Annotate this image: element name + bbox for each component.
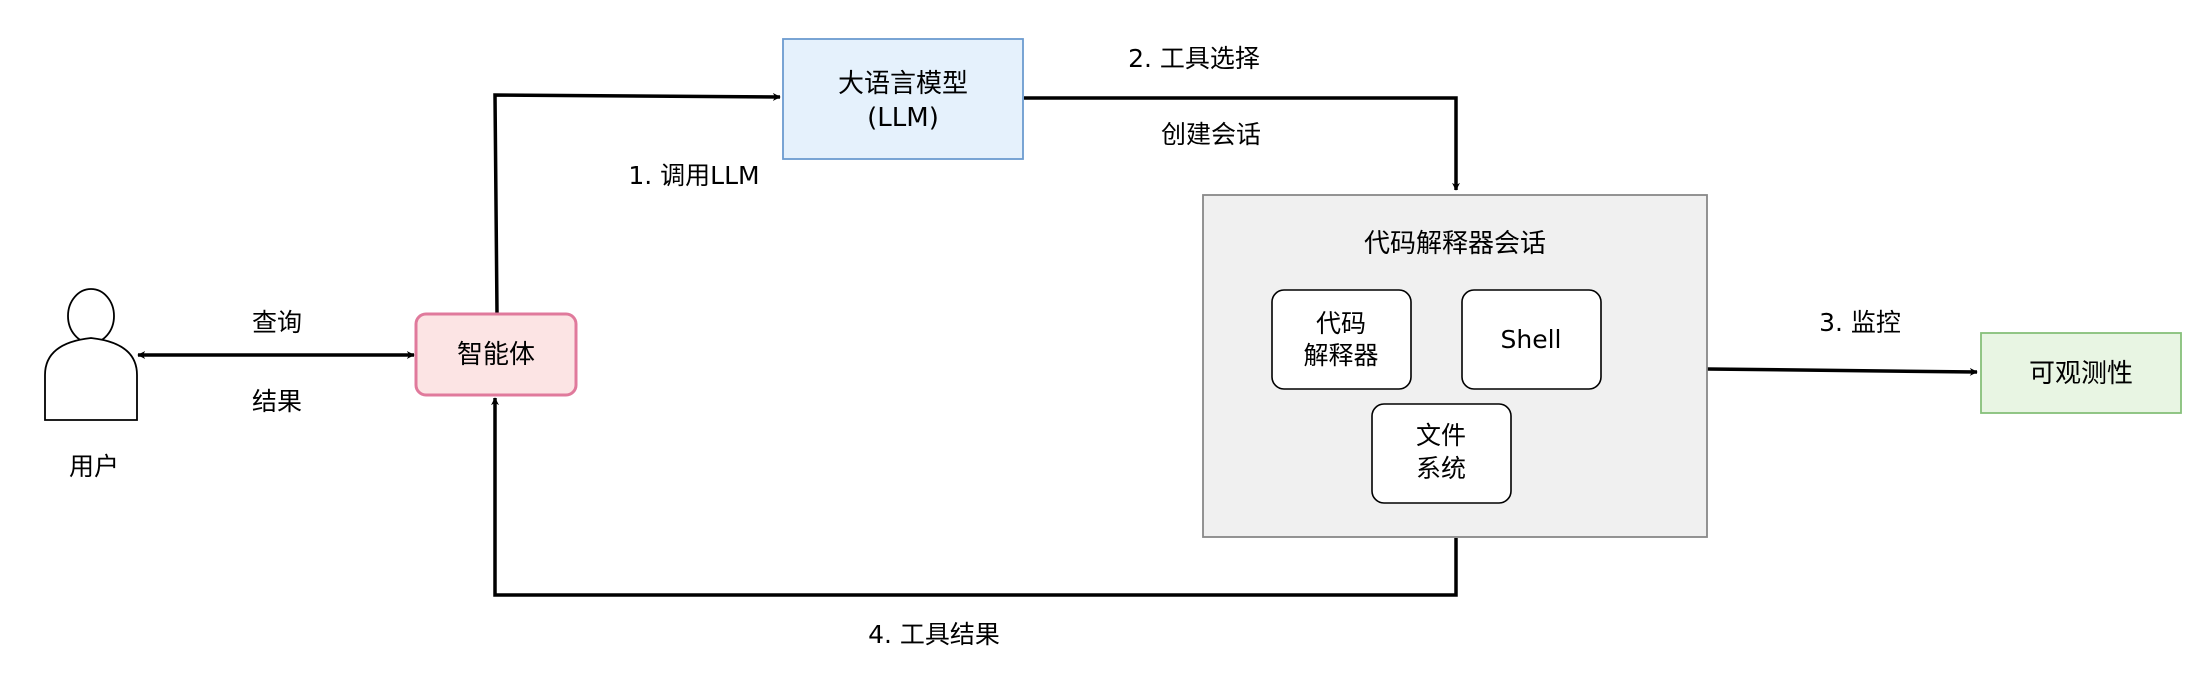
create-session-label: 创建会话 bbox=[1161, 120, 1261, 149]
filesystem-box bbox=[1371, 403, 1512, 504]
agent-box bbox=[414, 312, 578, 397]
agent-label: 智能体 bbox=[457, 340, 535, 370]
user-icon-body bbox=[44, 337, 138, 421]
filesystem-label-line2: 系统 bbox=[1416, 454, 1466, 483]
shell-node: Shell bbox=[1461, 289, 1602, 390]
session-group: 代码解释器会话 代码 解释器 Shell 文件 系统 bbox=[1202, 194, 1708, 538]
interpreter-box bbox=[1271, 289, 1412, 390]
observability-box bbox=[1980, 332, 2182, 414]
interpreter-label-line2: 解释器 bbox=[1303, 341, 1378, 370]
llm-label-line2: (LLM) bbox=[867, 103, 939, 133]
llm-label-line1: 大语言模型 bbox=[838, 69, 968, 99]
tool-result-edge bbox=[491, 397, 1458, 597]
user-actor: 用户 bbox=[44, 288, 138, 481]
edge-labels: 查询 结果 1. 调用LLM 2. 工具选择 创建会话 3. 监控 4. 工具结… bbox=[252, 44, 1901, 649]
filesystem-node: 文件 系统 bbox=[1371, 403, 1512, 504]
monitor-label: 3. 监控 bbox=[1819, 308, 1901, 337]
filesystem-label-line1: 文件 bbox=[1416, 421, 1466, 450]
interpreter-node: 代码 解释器 bbox=[1271, 289, 1412, 390]
connectors bbox=[137, 92, 1978, 597]
result-label: 结果 bbox=[252, 387, 302, 416]
user-label: 用户 bbox=[69, 452, 119, 481]
agent-node: 智能体 bbox=[414, 312, 578, 397]
interpreter-label-line1: 代码 bbox=[1316, 309, 1366, 338]
call-llm-label: 1. 调用LLM bbox=[628, 161, 759, 190]
shell-label: Shell bbox=[1501, 325, 1562, 354]
user-icon-head bbox=[67, 288, 115, 344]
observability-label: 可观测性 bbox=[2029, 359, 2133, 389]
llm-box bbox=[782, 38, 1024, 160]
tool-select-label: 2. 工具选择 bbox=[1128, 44, 1260, 73]
tool-result-label: 4. 工具结果 bbox=[868, 620, 1000, 649]
llm-node: 大语言模型 (LLM) bbox=[782, 38, 1024, 160]
tool-select-edge bbox=[1024, 96, 1460, 191]
query-label: 查询 bbox=[252, 308, 302, 337]
monitor-edge bbox=[1706, 367, 1978, 376]
call-llm-edge bbox=[493, 92, 781, 314]
shell-box bbox=[1461, 289, 1602, 390]
observability-node: 可观测性 bbox=[1980, 332, 2182, 414]
session-title: 代码解释器会话 bbox=[1364, 229, 1546, 259]
